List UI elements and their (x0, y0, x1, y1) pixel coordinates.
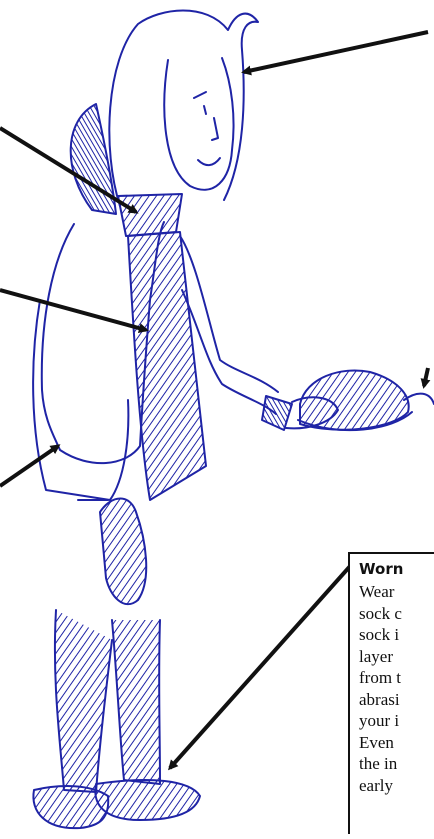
caption-line: sock i (359, 624, 434, 646)
eyebrow (194, 92, 206, 98)
caption-line: layer (359, 646, 434, 668)
arrow-hat (424, 368, 428, 386)
collar (118, 194, 182, 236)
glove (100, 499, 146, 605)
caption-line: Wear (359, 581, 434, 603)
hair (109, 11, 258, 207)
arrow-collar (0, 128, 136, 212)
caption-box: Worn Wear sock c sock i layer from t abr… (348, 552, 434, 834)
caption-title: Worn (359, 560, 434, 578)
boot-right (95, 780, 200, 820)
nose (212, 118, 218, 140)
caption-line: sock c (359, 603, 434, 625)
pants-left (55, 610, 112, 792)
caption-line: abrasi (359, 689, 434, 711)
eye (204, 106, 206, 114)
mouth (198, 158, 220, 165)
arrow-head (244, 32, 428, 72)
caption-line: from t (359, 667, 434, 689)
caption-line: Even (359, 732, 434, 754)
vest (128, 232, 206, 500)
beanie (300, 370, 409, 429)
caption-line: early (359, 775, 434, 797)
arrow-vest (0, 290, 146, 330)
wristband (262, 396, 292, 430)
arrow-jacket (0, 446, 58, 486)
arrow-socks (170, 564, 352, 768)
pants-right (112, 620, 160, 784)
caption-line: your i (359, 710, 434, 732)
caption-line: the in (359, 753, 434, 775)
face (164, 58, 233, 190)
jacket-front (33, 300, 128, 500)
